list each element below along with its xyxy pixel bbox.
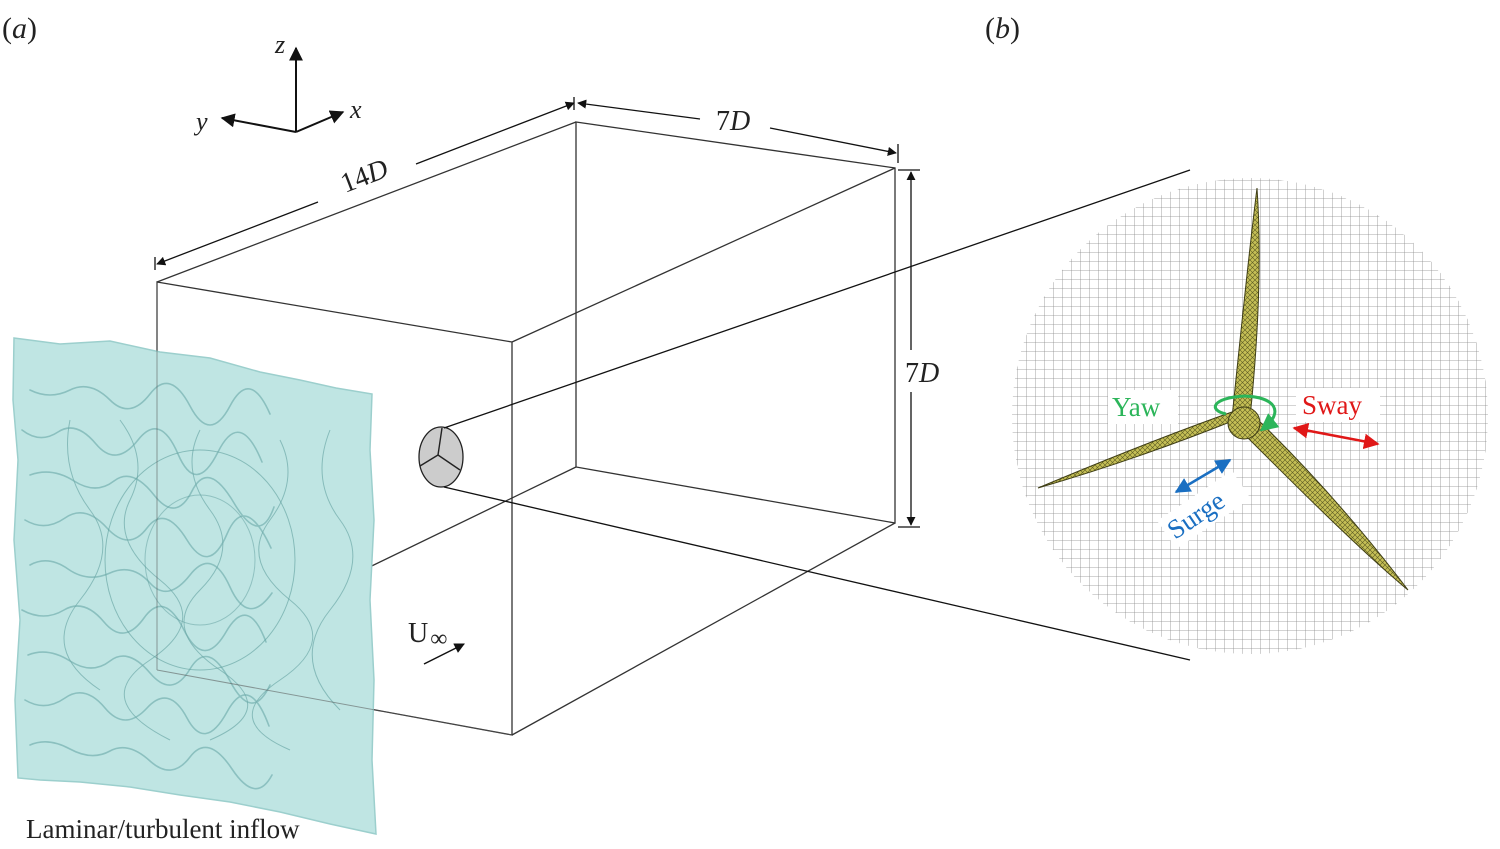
freestream-label: U∞ [408, 618, 447, 652]
panel-label-a: (a) [2, 12, 37, 45]
panel-label-b: (b) [985, 12, 1020, 45]
inflow-caption: Laminar/turbulent inflow [26, 814, 300, 844]
yaw-label: Yaw [1112, 392, 1161, 422]
turbulent-inflow-surface [12, 337, 377, 835]
blade-up [1231, 187, 1260, 419]
yaw-arrow [1213, 394, 1280, 432]
dimension-lines [154, 97, 920, 528]
sway-arrow [1292, 422, 1380, 450]
coordinate-axes [220, 46, 345, 133]
blade-right [1239, 417, 1409, 591]
domain-box-overlay [156, 282, 513, 736]
zoom-lines [443, 169, 1191, 661]
axis-label-z: z [274, 30, 285, 59]
surge-arrow [1174, 458, 1232, 494]
dimension-label-length: 14D [336, 153, 392, 199]
axis-label-x: x [349, 95, 362, 124]
axis-label-y: y [193, 107, 208, 136]
turbine-rotor [1037, 187, 1409, 591]
blade-left [1037, 411, 1236, 489]
sway-label: Sway [1302, 390, 1362, 420]
freestream-arrow [423, 643, 465, 665]
hub [1227, 406, 1261, 440]
dimension-label-height: 7D [905, 358, 939, 389]
dimension-label-width: 7D [716, 106, 750, 137]
rotor-disk [418, 426, 464, 488]
